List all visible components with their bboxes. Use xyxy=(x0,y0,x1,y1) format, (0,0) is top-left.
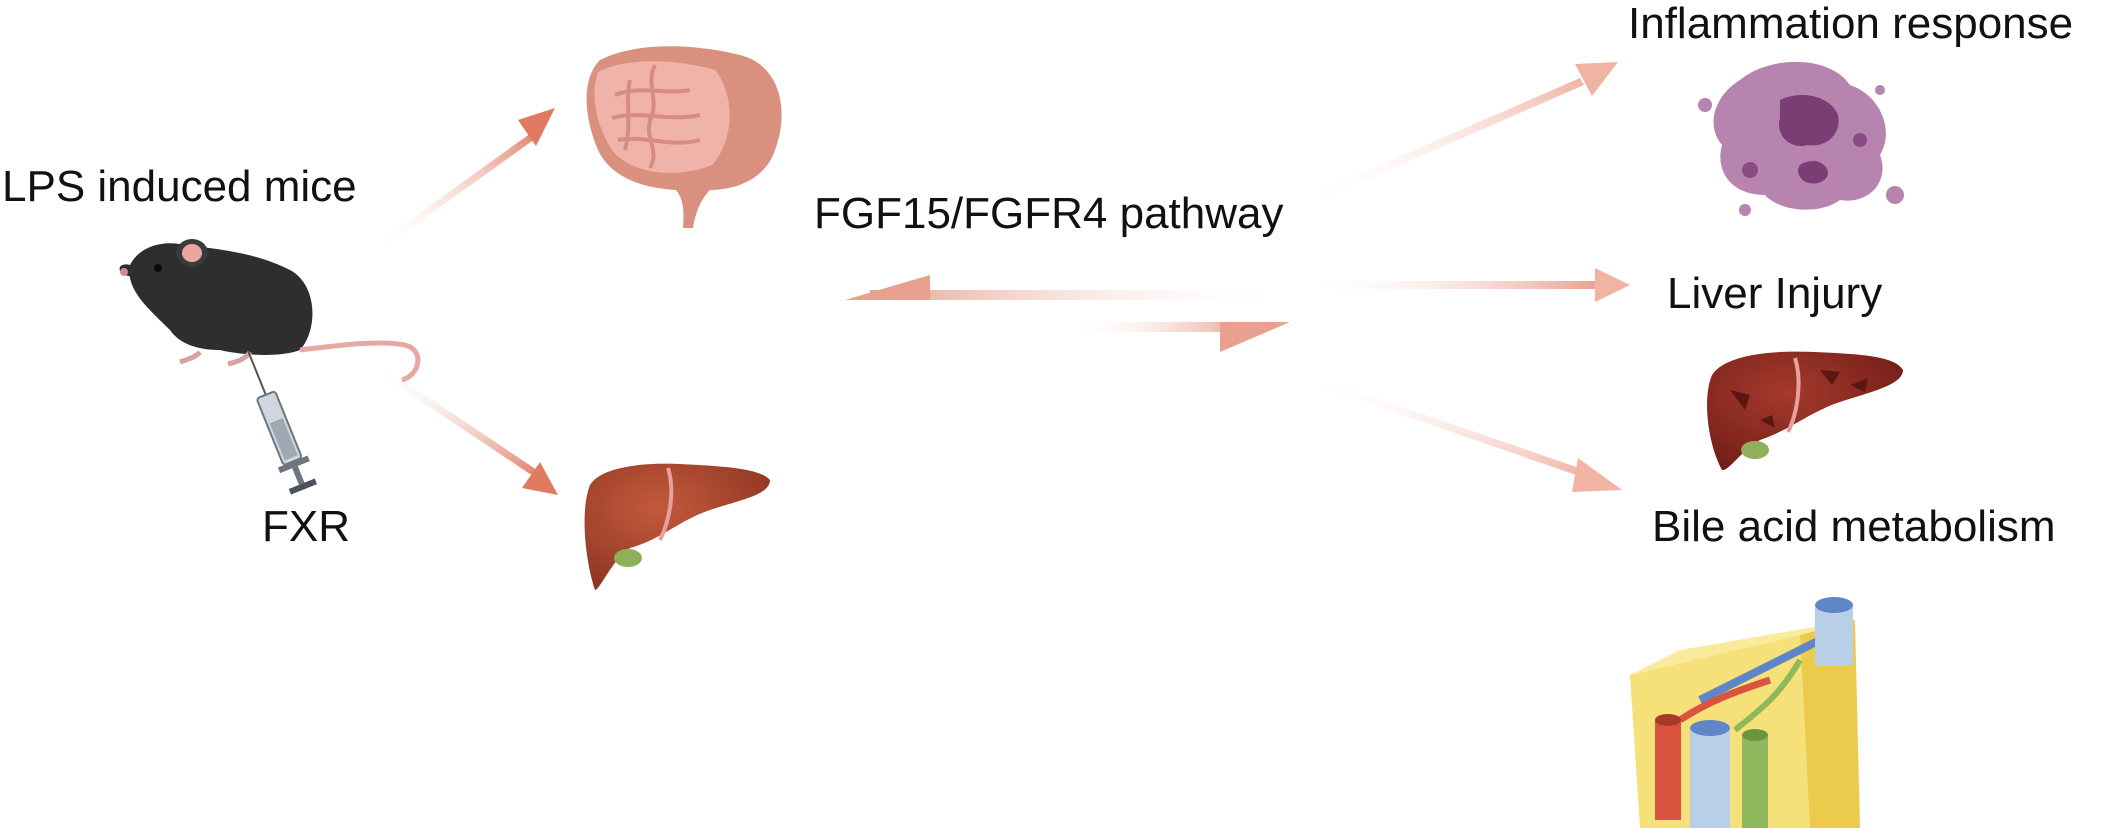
label-fxr: FXR xyxy=(262,502,350,551)
arrow-mouse-to-intestine xyxy=(375,108,555,251)
mouse-illustration xyxy=(119,239,421,383)
arrow-mouse-to-liver xyxy=(376,365,558,495)
arrow-to-liver-injury xyxy=(1300,268,1630,302)
label-liver-injury: Liver Injury xyxy=(1667,269,1883,318)
liver-illustration xyxy=(584,463,770,590)
arrow-signal-right xyxy=(1070,322,1290,352)
intestine-illustration xyxy=(586,46,782,228)
label-inflammation-response: Inflammation response xyxy=(1628,0,2074,48)
arrow-feedback-left xyxy=(845,275,1290,300)
label-lps-induced-mice: LPS induced mice xyxy=(2,162,357,211)
injured-liver-illustration xyxy=(1707,351,1903,471)
inflammation-cell-illustration xyxy=(1698,61,1904,216)
arrow-to-inflammation xyxy=(1300,62,1618,207)
bile-acid-tissue-illustration xyxy=(1630,597,1860,828)
syringe-illustration xyxy=(247,350,317,495)
label-bile-acid-metabolism: Bile acid metabolism xyxy=(1652,502,2056,551)
arrow-to-bile-acid xyxy=(1307,375,1622,492)
label-fgf15-fgfr4-pathway: FGF15/FGFR4 pathway xyxy=(814,189,1284,238)
